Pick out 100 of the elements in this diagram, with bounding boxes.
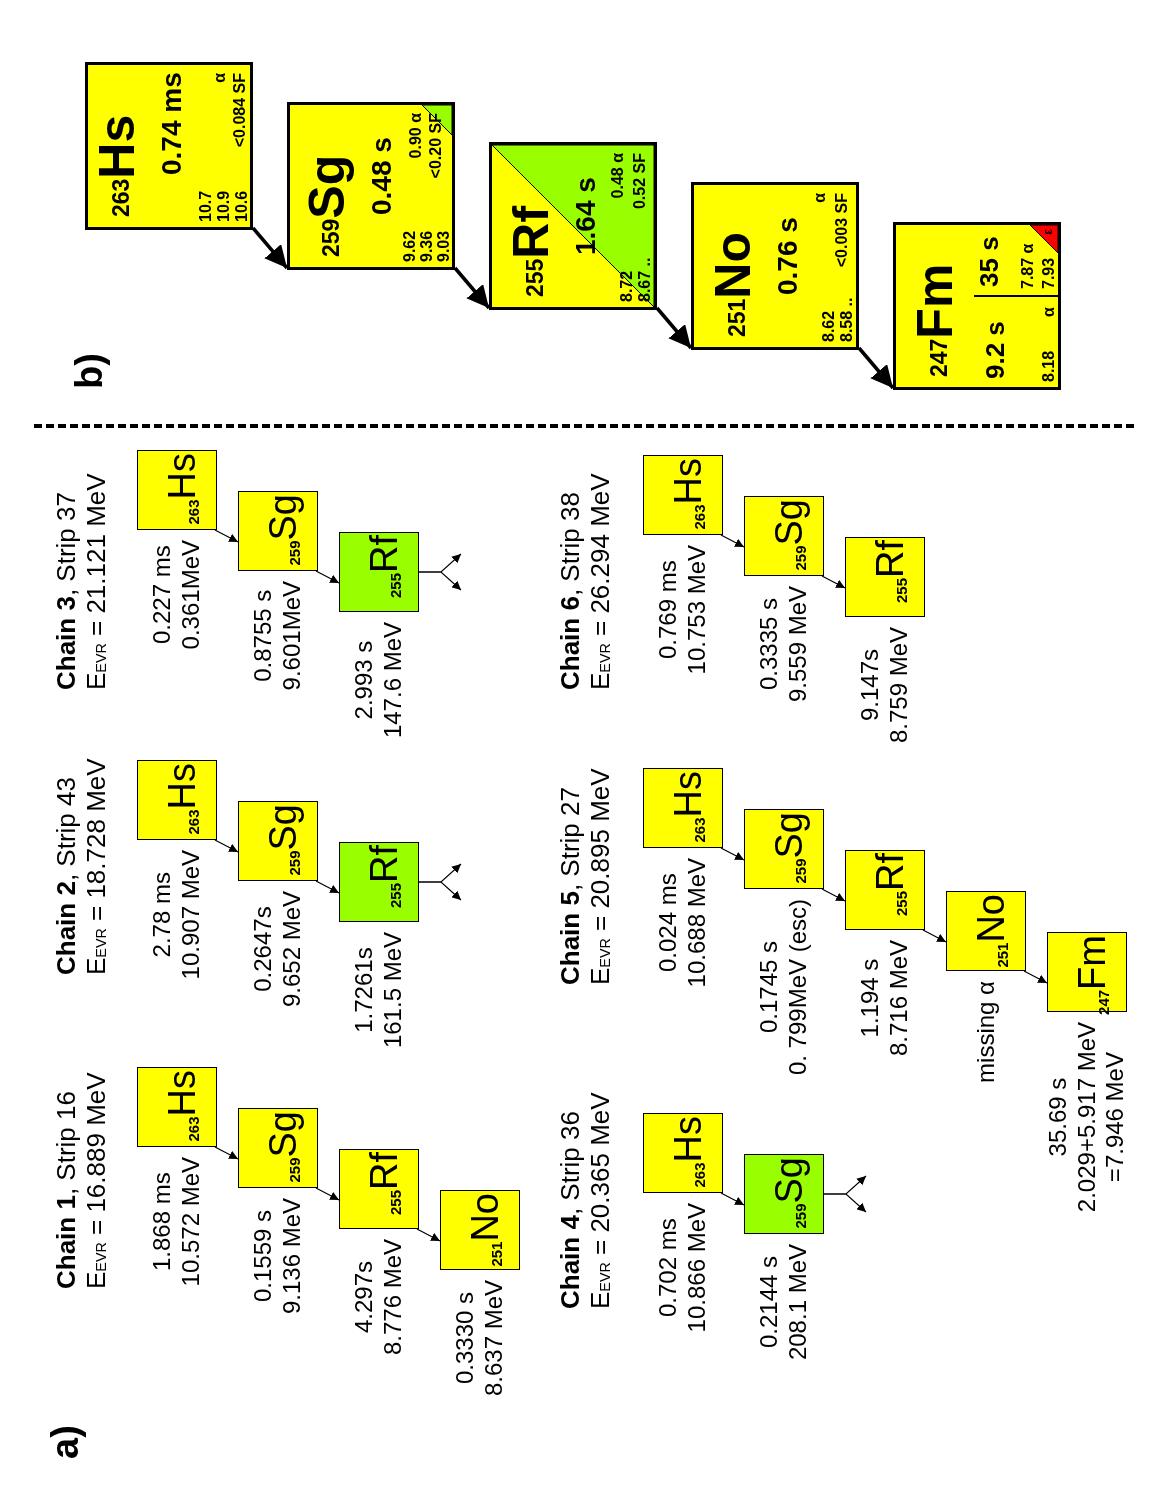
decay-data-text: 8.67 .. — [637, 257, 653, 302]
decay-energy-label: 161.5 MeV — [379, 932, 407, 1049]
decay-data-text: 8.62 — [821, 310, 837, 342]
decay-data-text: ε — [1042, 229, 1054, 235]
decay-time-label: 2.78 ms — [148, 872, 177, 958]
decay-data-text: 7.93 — [1041, 257, 1057, 289]
decay-time-label: 1.868 ms — [148, 1172, 177, 1272]
decay-arrow — [922, 929, 947, 943]
decay-arrow — [214, 1146, 239, 1160]
decay-data-text: 0.48 α — [610, 153, 626, 199]
decay-arrow — [416, 1228, 441, 1242]
chain-heading: Chain 5, Strip 27 — [556, 787, 585, 985]
decay-energy-label: 147.6 MeV — [379, 622, 407, 739]
decay-data-text: 9.03 — [436, 230, 452, 262]
forked-arrow — [823, 1193, 867, 1213]
decay-arrow — [251, 226, 289, 270]
decay-energy-label: 2.029+5.917 MeV — [1072, 1022, 1101, 1213]
decay-energy-label: 0.361MeV — [177, 540, 205, 650]
nuclide-box — [287, 102, 455, 270]
decay-arrow — [821, 575, 846, 589]
panel-label: b) — [70, 353, 108, 389]
nuclide-box — [137, 450, 217, 530]
decay-arrow — [821, 888, 846, 902]
half-life-text: 9.2 s — [982, 321, 1008, 379]
decay-time-label: 0.3330 s — [451, 1292, 480, 1385]
decay-data-text: 10.9 — [216, 190, 232, 222]
nuclide-box — [893, 222, 1061, 390]
decay-energy-label: 10.572 MeV — [177, 1157, 205, 1287]
decay-energy-label: 9.652 MeV — [278, 891, 306, 1008]
decay-energy-label: 9.136 MeV — [278, 1198, 306, 1315]
half-life-text: 0.76 s — [774, 217, 802, 295]
decay-arrow — [720, 534, 745, 548]
decay-data-text: <0.084 SF — [232, 73, 248, 148]
decay-time-label: 0.024 ms — [654, 873, 683, 973]
decay-energy-label: 8.759 MeV — [885, 627, 913, 744]
decay-data-text: 10.6 — [234, 190, 250, 222]
nuclide-box — [845, 850, 925, 930]
decay-time-label: 0.1745 s — [755, 941, 784, 1034]
nuclide-box — [137, 760, 217, 840]
decay-energy-label: 10.866 MeV — [683, 1203, 711, 1333]
decay-arrow — [214, 839, 239, 853]
nuclide-box — [238, 1108, 318, 1188]
decay-arrow — [720, 847, 745, 861]
decay-arrow — [315, 570, 340, 584]
decay-time-label: 35.69 s — [1043, 1077, 1072, 1157]
nuclide-box — [339, 842, 419, 922]
nuclide-box — [744, 809, 824, 889]
decay-data-text: 35 s — [976, 236, 1002, 287]
decay-arrow — [857, 346, 895, 390]
decay-time-label: 0.769 ms — [654, 560, 683, 660]
forked-arrow — [418, 881, 462, 901]
forked-arrow — [418, 571, 462, 591]
nuclide-box — [238, 801, 318, 881]
decay-data-text: α — [212, 73, 228, 83]
panel-label: a) — [46, 1425, 84, 1459]
decay-arrow — [453, 266, 491, 310]
chain-heading: Chain 1, Strip 16 — [52, 1091, 81, 1289]
decay-energy-label: 8.637 MeV — [480, 1280, 508, 1397]
decay-energy-label: 10.907 MeV — [177, 850, 205, 980]
decay-energy-label: 10.688 MeV — [683, 858, 711, 988]
half-life-text: 1.64 s — [572, 177, 600, 255]
decay-time-label: 1.7261s — [350, 947, 379, 1033]
decay-data-text: α — [812, 193, 828, 203]
nuclide-box — [238, 491, 318, 571]
decay-arrow — [315, 1187, 340, 1201]
decay-energy-label: 9.559 MeV — [784, 586, 812, 703]
half-life-text: 0.48 s — [368, 137, 396, 215]
decay-time-label: 0.702 ms — [654, 1218, 683, 1318]
nuclide-box — [339, 532, 419, 612]
decay-data-text: 0.90 α — [408, 113, 424, 159]
decay-energy-label: 8.776 MeV — [379, 1239, 407, 1356]
decay-arrow — [214, 529, 239, 543]
decay-arrow — [655, 306, 693, 350]
nuclide-box — [85, 62, 253, 230]
nuclide-box — [744, 1154, 824, 1234]
nuclide-box — [137, 1067, 217, 1147]
nuclide-box — [643, 455, 723, 535]
decay-data-text: 7.87 α — [1020, 243, 1036, 289]
chain-heading: Chain 3, Strip 37 — [52, 492, 81, 690]
decay-energy-label: 0. 799MeV (esc) — [784, 899, 812, 1076]
nuclide-box — [643, 1113, 723, 1193]
decay-time-label: 0.3335 s — [755, 598, 784, 691]
decay-time-label: 4.297s — [350, 1261, 379, 1334]
decay-data-text: 10.7 — [198, 190, 214, 222]
decay-data-text: α — [1041, 307, 1057, 317]
decay-energy-label: 10.753 MeV — [683, 545, 711, 675]
half-life-text: 0.74 ms — [158, 72, 186, 175]
decay-energy-label: 208.1 MeV — [784, 1244, 812, 1361]
decay-data-text: 9.62 — [402, 230, 418, 262]
decay-data-text: 0.52 SF — [632, 153, 648, 210]
nuclide-box — [744, 496, 824, 576]
decay-time-label: 2.993 s — [350, 640, 379, 720]
nuclide-box — [643, 768, 723, 848]
decay-time-label: 0.227 ms — [148, 545, 177, 645]
decay-time-label: 1.194 s — [856, 958, 885, 1038]
decay-energy-label: 8.716 MeV — [885, 940, 913, 1057]
decay-time-label: 0.2144 s — [755, 1256, 784, 1349]
nuclide-box — [691, 182, 859, 350]
decay-data-text: 9.36 — [419, 230, 435, 262]
nuclide-box — [440, 1190, 520, 1270]
